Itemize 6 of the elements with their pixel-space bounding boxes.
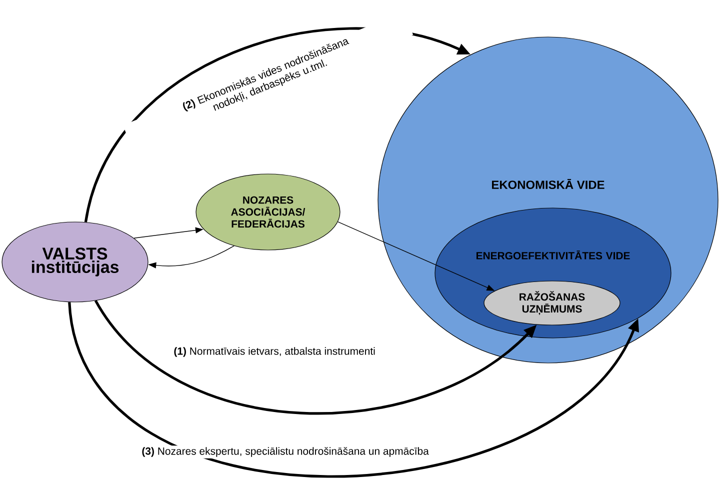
ellipse-node: NOZARES ASOCIĀCIJAS/ FEDERĀCIJAS	[196, 174, 340, 250]
ellipse-node: VALSTS institūcijas	[2, 222, 148, 302]
arrow	[68, 302, 639, 478]
edge-label: (1) Normatīvais ietvars, atbalsta instrumenti	[172, 346, 377, 358]
ellipse-node: RAŽOŠANAS UZŅĒMUMS	[484, 280, 620, 326]
edge-label: (3) Nozares ekspertu, speciālistu nodrošināšana un apmācība	[140, 446, 430, 458]
